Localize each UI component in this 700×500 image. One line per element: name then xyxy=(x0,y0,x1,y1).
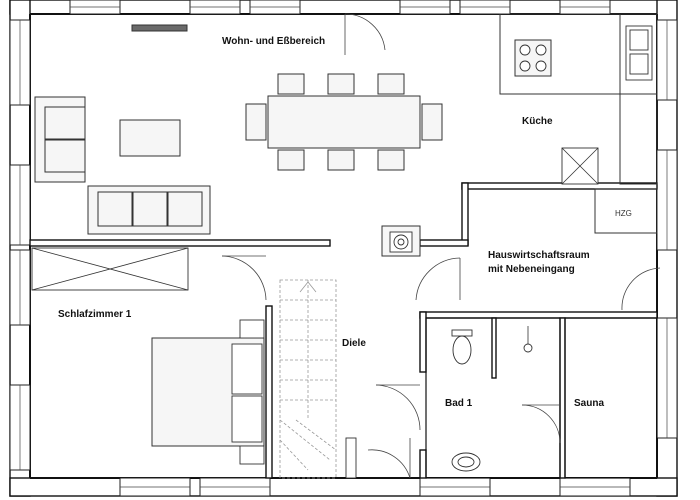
staircase xyxy=(279,279,357,479)
room-label-kitchen: Küche xyxy=(522,116,553,127)
room-label-living: Wohn- und Eßbereich xyxy=(222,36,325,47)
windows xyxy=(9,0,678,497)
room-label-bedroom: Schlafzimmer 1 xyxy=(58,309,132,320)
utility-fixtures xyxy=(381,188,658,257)
kitchen-fixtures xyxy=(499,13,658,185)
heating-label: HZG xyxy=(615,209,632,218)
doors xyxy=(221,13,661,479)
interior-walls xyxy=(29,182,658,479)
bath-fixtures xyxy=(451,326,533,472)
room-label-utility-line1: Hauswirtschaftsraum xyxy=(488,250,590,261)
bedroom-furniture xyxy=(31,247,265,465)
living-furniture xyxy=(34,24,443,235)
room-label-utility-line2: mit Nebeneingang xyxy=(488,264,575,275)
room-label-sauna: Sauna xyxy=(574,398,604,409)
room-label-hall: Diele xyxy=(342,338,366,349)
room-label-bath: Bad 1 xyxy=(445,398,473,409)
